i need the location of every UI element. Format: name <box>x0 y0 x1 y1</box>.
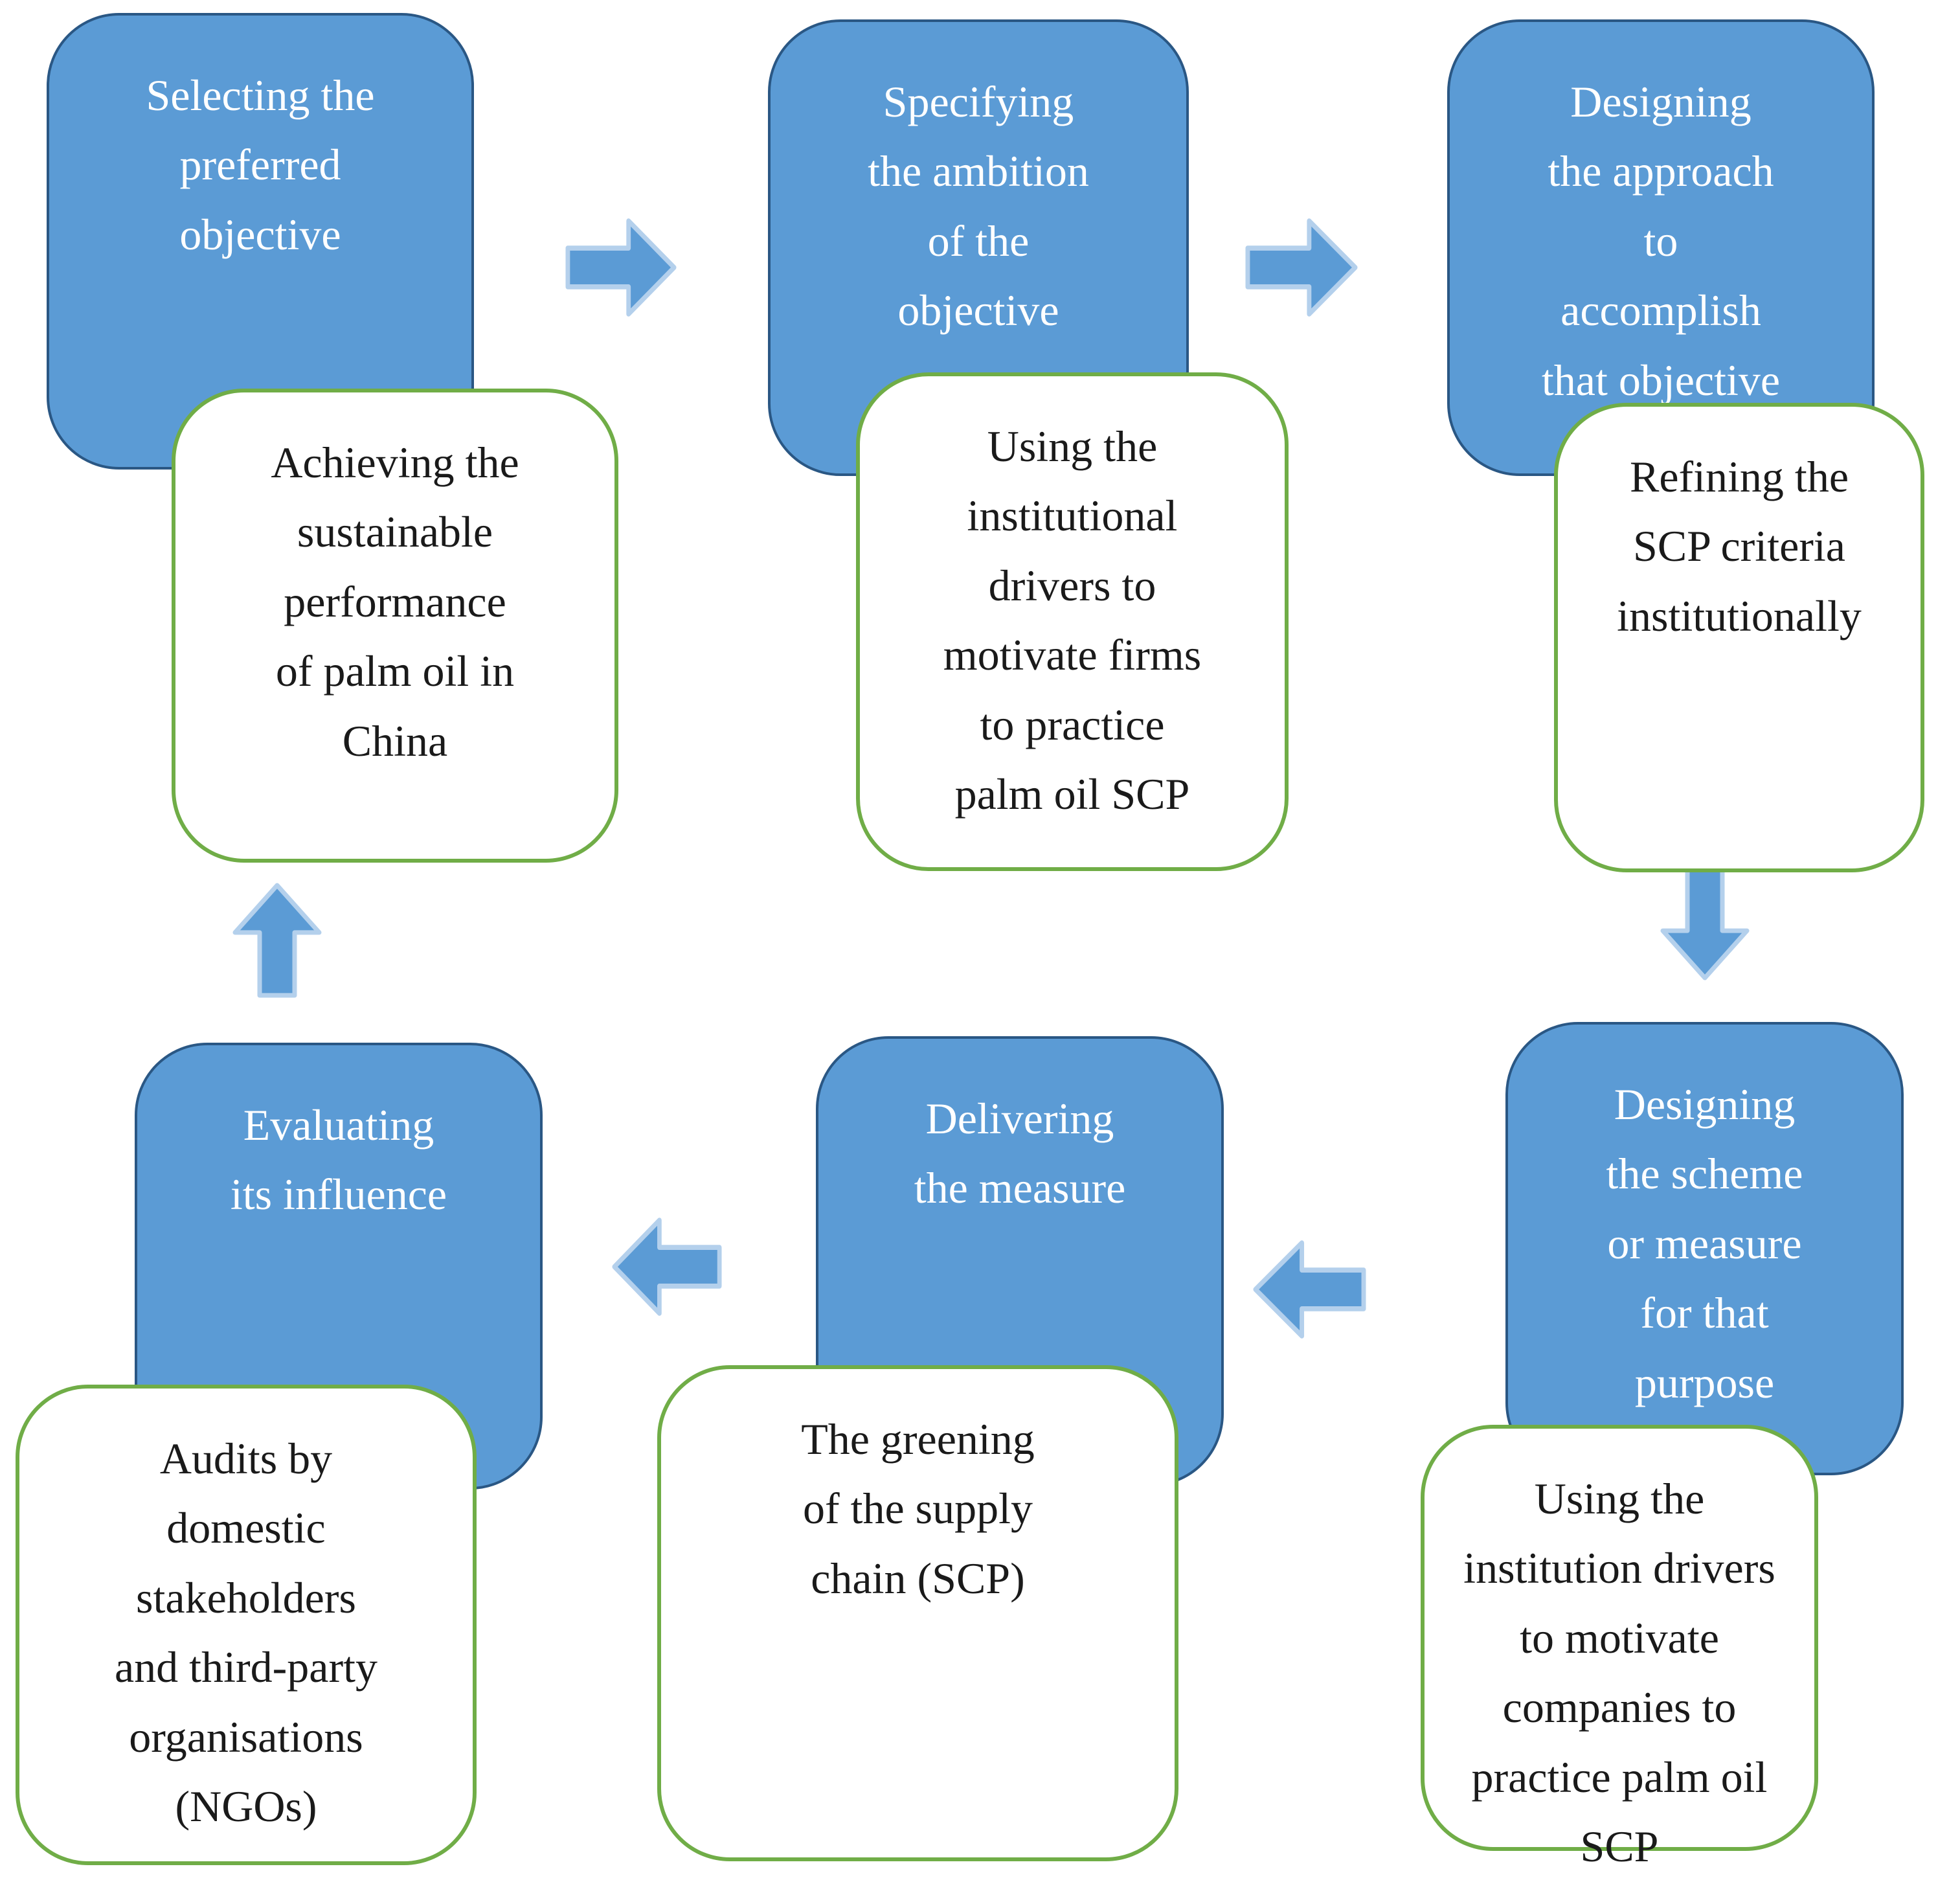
detail-greening-supply-chain: Using the institution drivers to motivat… <box>1421 1425 1818 1871</box>
arrow-left-icon <box>1253 1236 1366 1343</box>
detail-institutional-drivers-firms: Using the institutional drivers to motiv… <box>856 372 1289 871</box>
step-designing-approach: Designing the approach to accomplish tha… <box>1447 19 1875 476</box>
detail-audits-stakeholders: Audits by domestic stakeholders and thir… <box>16 1385 477 1865</box>
detail-institution-drivers-companies: The greening of the supply chain (SCP) <box>657 1365 1178 1861</box>
arrow-right-icon <box>1245 214 1358 321</box>
arrow-down-icon <box>1656 865 1753 981</box>
step-designing-scheme: Designing the scheme or measure for that… <box>1505 1022 1904 1475</box>
arrow-up-icon <box>229 883 326 998</box>
detail-refining-criteria: Refining the SCP criteria institutionall… <box>1554 403 1924 872</box>
detail-achieving-performance: Achieving the sustainable performance of… <box>172 389 618 863</box>
arrow-left-icon <box>612 1213 722 1321</box>
arrow-right-icon <box>565 214 677 321</box>
